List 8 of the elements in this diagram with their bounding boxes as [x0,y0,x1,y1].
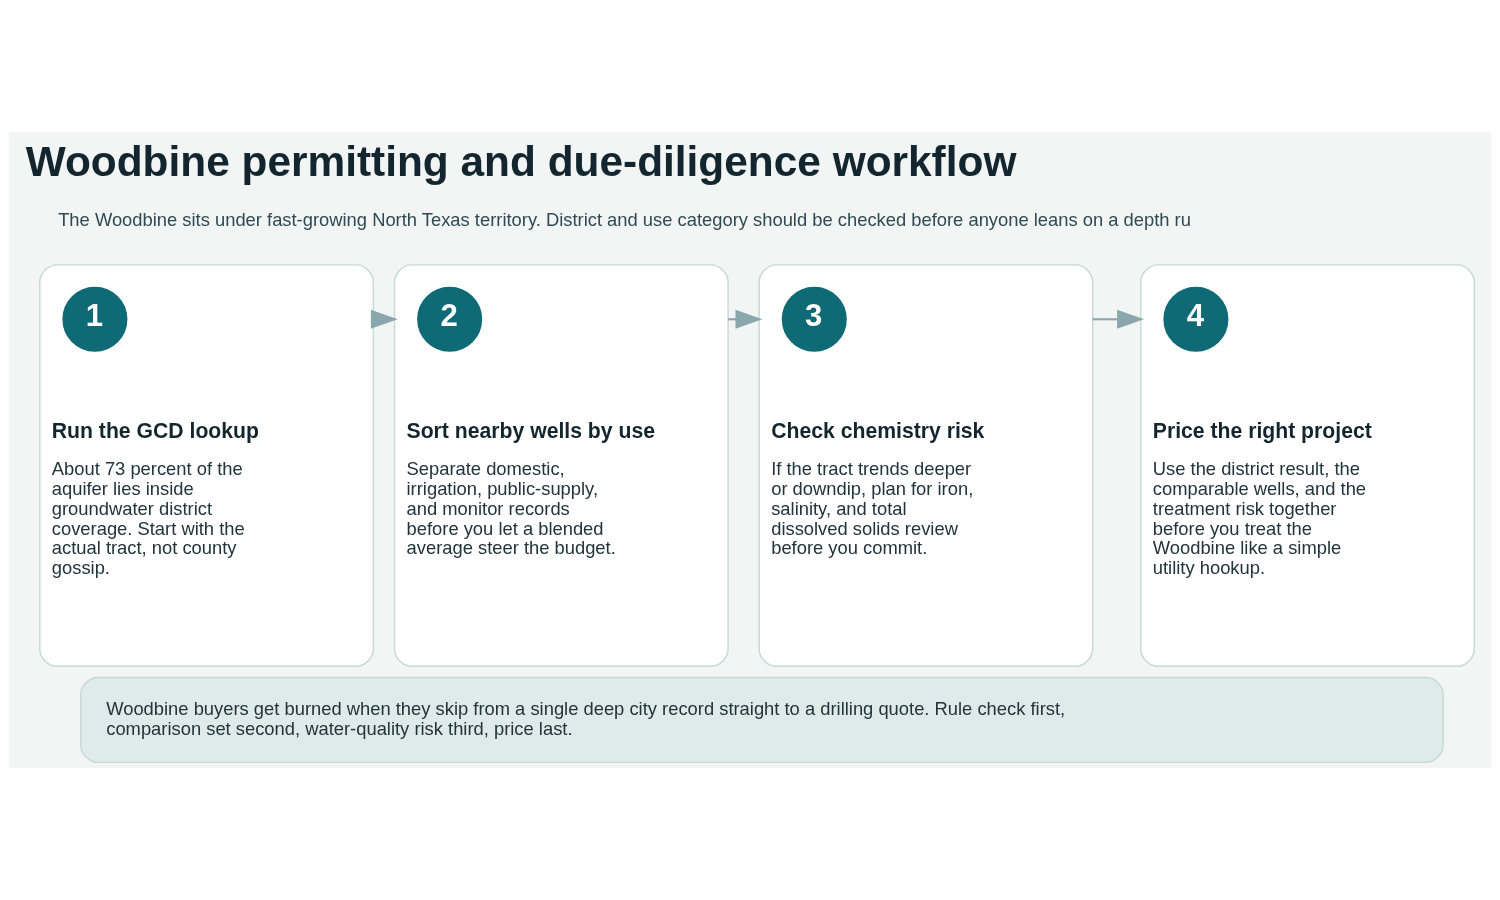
diagram-title: Woodbine permitting and due-diligence workflow [25,137,1017,185]
arrow [1092,309,1144,329]
node-circle: 2 [417,286,483,352]
node-circle: 4 [1163,286,1229,352]
node-circle: 1 [62,286,128,352]
node-circle: 3 [781,286,847,352]
label: The Woodbine sits under fast-growing North Texas territory. District and use category should be checked before anyone leans on a depth ru [58,208,1191,230]
node-box: Woodbine buyers get burned when they skip from a single deep city record straight to a drilling quote. Rule check first, comparison set second, water-quality risk third, price last. [80,676,1444,764]
